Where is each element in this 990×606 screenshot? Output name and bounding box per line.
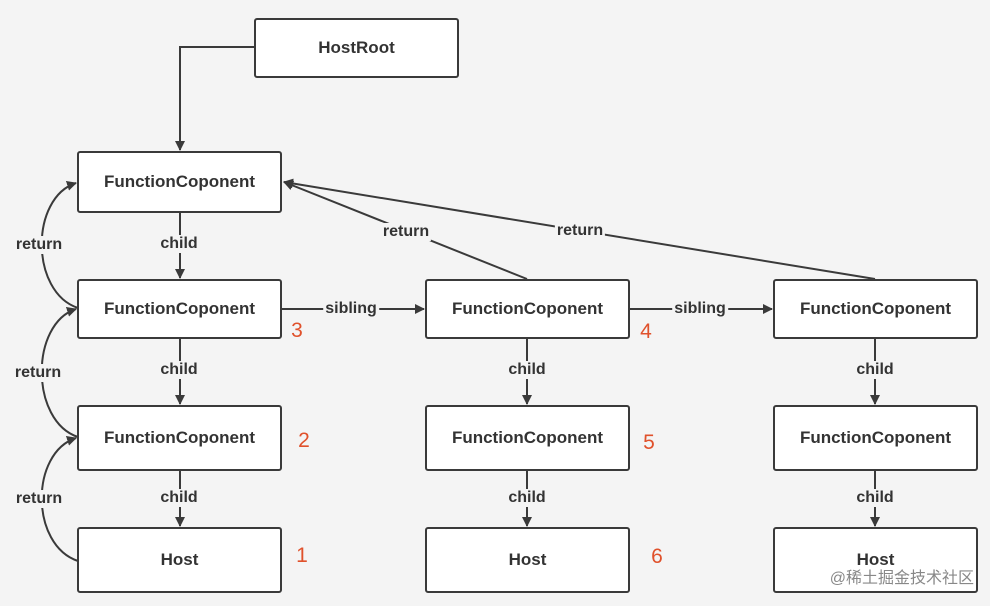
order-number-5: 5	[643, 431, 655, 454]
function-component-node-top: FunctionCoponent	[77, 151, 282, 213]
order-number-6: 6	[651, 545, 663, 568]
edge-label-child-5: child	[506, 489, 548, 507]
edge-label-return-diag-2: return	[554, 222, 606, 240]
edge-hostroot-child	[175, 46, 254, 151]
order-number-4: 4	[640, 320, 652, 343]
function-component-node-right-1: FunctionCoponent	[773, 279, 978, 339]
edge-label-child-top: child	[158, 235, 200, 253]
order-number-3: 3	[291, 319, 303, 342]
edge-label-sibling-1: sibling	[323, 300, 379, 318]
order-number-1: 1	[296, 544, 308, 567]
edge-label-return-left-3: return	[13, 490, 65, 508]
edge-label-return-left-2: return	[12, 364, 64, 382]
edge-label-child-4: child	[506, 361, 548, 379]
edge-label-child-3: child	[158, 361, 200, 379]
function-component-node-5: FunctionCoponent	[425, 405, 630, 471]
host-node-1: Host	[77, 527, 282, 593]
edge-label-return-diag-1: return	[380, 223, 432, 241]
function-component-node-3: FunctionCoponent	[77, 279, 282, 339]
function-component-node-2: FunctionCoponent	[77, 405, 282, 471]
hostroot-node: HostRoot	[254, 18, 459, 78]
edge-label-return-left-1: return	[13, 236, 65, 254]
host-node-right: Host	[773, 527, 978, 593]
function-component-node-4: FunctionCoponent	[425, 279, 630, 339]
host-node-6: Host	[425, 527, 630, 593]
order-number-2: 2	[298, 429, 310, 452]
function-component-node-right-2: FunctionCoponent	[773, 405, 978, 471]
edge-label-child-2: child	[158, 489, 200, 507]
edge-label-child-right-1: child	[854, 361, 896, 379]
edge-label-sibling-2: sibling	[672, 300, 728, 318]
edge-label-child-right-2: child	[854, 489, 896, 507]
watermark: @稀土掘金技术社区	[829, 570, 974, 587]
